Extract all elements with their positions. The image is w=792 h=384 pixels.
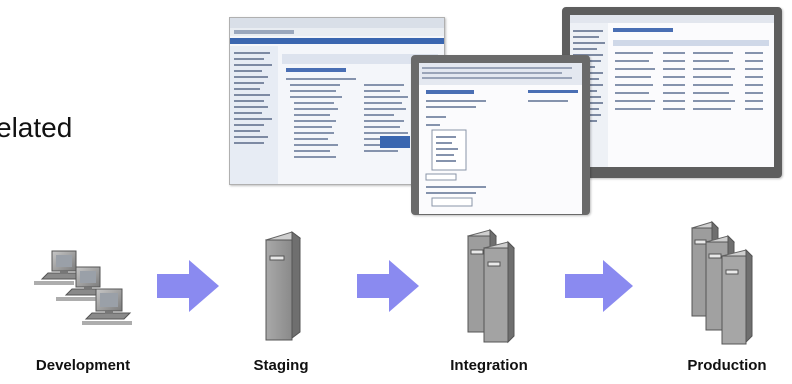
form-screenshot-thumbnail bbox=[411, 55, 590, 215]
table-screenshot-thumbnail bbox=[562, 7, 782, 178]
computers-icon bbox=[34, 250, 132, 325]
flow-arrow-1 bbox=[157, 260, 219, 312]
table-screenshot-image bbox=[570, 15, 774, 167]
server-icon bbox=[264, 231, 302, 341]
browser-screenshot-thumbnail bbox=[229, 17, 445, 185]
server-pair-icon bbox=[467, 228, 515, 344]
partial-heading-text: elated bbox=[0, 112, 73, 143]
stage-label-staging: Staging bbox=[253, 357, 309, 374]
form-screenshot-image bbox=[419, 63, 582, 214]
computer-icon-3 bbox=[84, 288, 132, 320]
flow-arrow-2 bbox=[357, 260, 419, 312]
browser-screenshot-image bbox=[230, 18, 444, 184]
server-trio-icon bbox=[691, 220, 753, 345]
stage-label-integration: Integration bbox=[450, 357, 528, 374]
computer-icon-1 bbox=[40, 250, 86, 280]
stage-label-development: Development bbox=[35, 357, 131, 374]
flow-arrow-3 bbox=[565, 260, 633, 312]
stage-label-production: Production bbox=[687, 357, 767, 374]
